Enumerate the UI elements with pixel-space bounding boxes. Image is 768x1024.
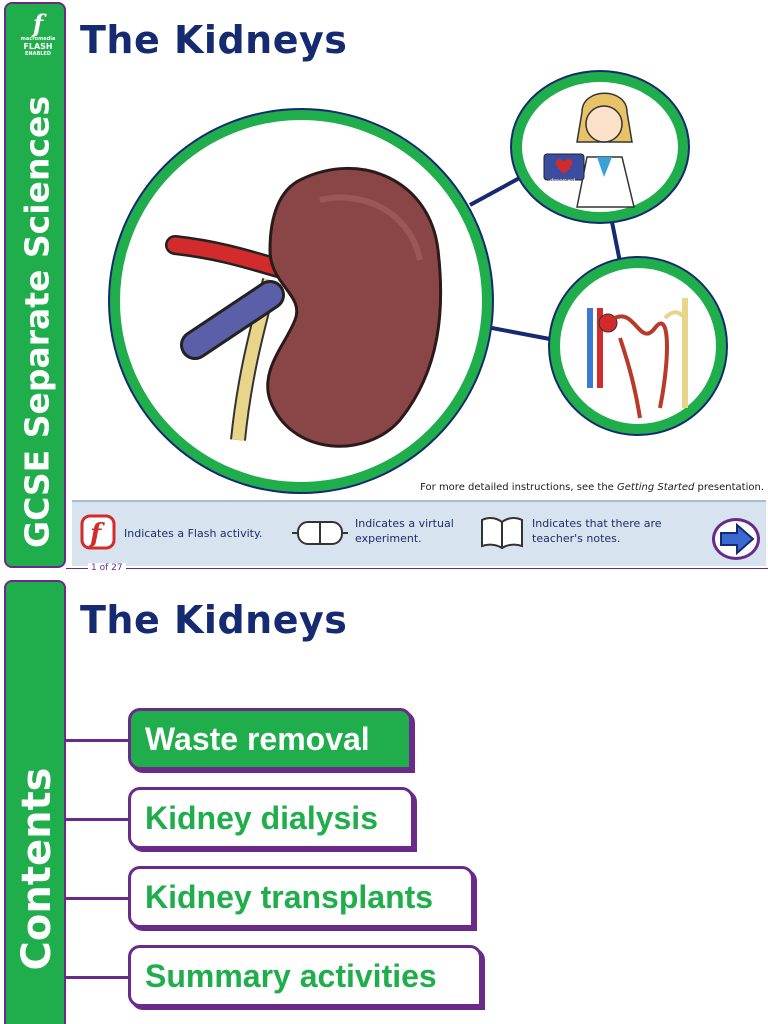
instructions-text: For more detailed instructions, see the … xyxy=(420,482,764,493)
arrow-right-icon xyxy=(720,522,755,556)
page-title: The Kidneys xyxy=(80,598,348,642)
legend-flash-text: Indicates a Flash activity. xyxy=(124,527,263,540)
svg-text:f: f xyxy=(88,519,105,549)
menu-connector xyxy=(66,818,130,821)
kidney-circle xyxy=(110,110,492,492)
doctor-circle: donorcard xyxy=(512,72,688,222)
slide-2: Contents The Kidneys Waste removal Kidne… xyxy=(0,578,768,1024)
connector-lines xyxy=(469,173,622,342)
info-bar: f Indicates a Flash activity. Indicates … xyxy=(72,500,766,566)
menu-connector xyxy=(66,897,130,900)
page-footer-line xyxy=(66,568,768,569)
book-icon xyxy=(481,517,523,550)
page-number: 1 of 27 xyxy=(88,563,126,572)
menu-item-waste-removal[interactable]: Waste removal xyxy=(128,708,412,770)
menu-connector xyxy=(66,976,130,979)
kidney-illustration xyxy=(165,166,443,448)
next-slide-button[interactable] xyxy=(712,518,760,560)
slide-1: f macromedia FLASH ENABLED GCSE Separate… xyxy=(4,2,768,572)
legend-experiment-text: Indicates a virtual experiment. xyxy=(355,517,454,545)
nephron-circle xyxy=(550,258,726,434)
nephron-illustration xyxy=(587,298,688,419)
donor-card-label: donorcard xyxy=(550,178,576,184)
page-title: The Kidneys xyxy=(80,18,348,62)
menu-item-kidney-dialysis[interactable]: Kidney dialysis xyxy=(128,787,414,849)
side-bar: f macromedia FLASH ENABLED GCSE Separate… xyxy=(4,2,66,568)
flash-enabled-logo: f macromedia FLASH ENABLED xyxy=(20,9,56,58)
menu-connector xyxy=(66,739,130,742)
menu-item-summary-activities[interactable]: Summary activities xyxy=(128,945,482,1007)
side-bar: Contents xyxy=(4,580,66,1024)
side-title: Contents xyxy=(14,767,60,971)
goggles-icon xyxy=(292,521,348,545)
menu-item-kidney-transplants[interactable]: Kidney transplants xyxy=(128,866,474,928)
legend-notes-text: Indicates that there are teacher's notes… xyxy=(532,517,662,545)
doctor-illustration xyxy=(543,92,635,208)
flash-icon: f xyxy=(80,514,116,550)
